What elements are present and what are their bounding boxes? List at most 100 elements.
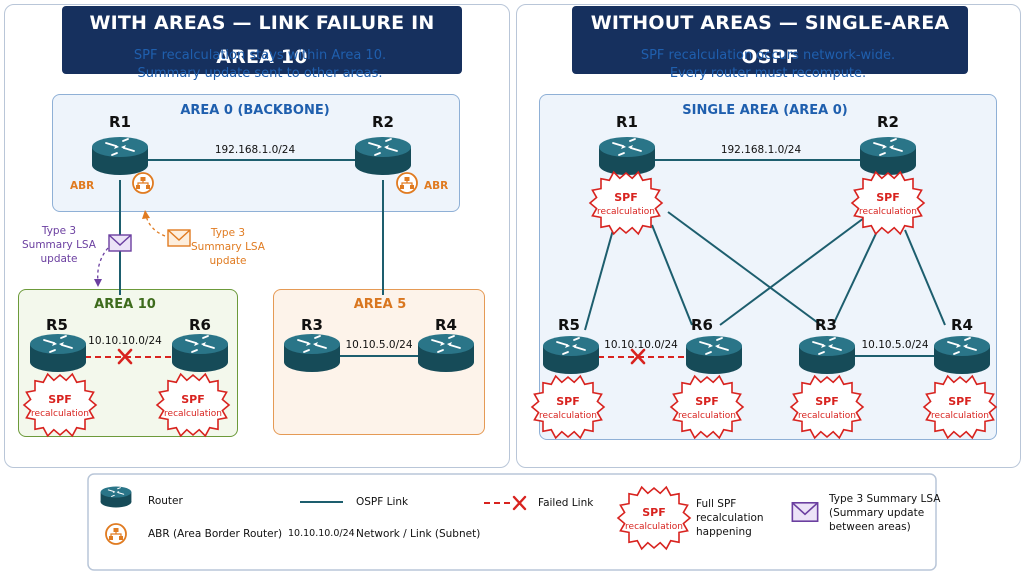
- net-r1r2-right: 192.168.1.0/24: [720, 144, 802, 156]
- spf-line2: recalculation: [678, 411, 736, 421]
- lsa-arrow-right: [145, 215, 166, 237]
- legend-spf-line1: SPF: [642, 506, 666, 519]
- router-r4-icon: [417, 333, 475, 373]
- spf-line1: SPF: [614, 191, 638, 204]
- legend-lsa-line1: Type 3 Summary LSA: [829, 493, 941, 505]
- router-r3-icon: [283, 333, 341, 373]
- lsa-note-right: Type 3 Summary LSA update: [188, 226, 268, 268]
- router-r1-icon: [91, 136, 149, 176]
- lsa-left-line3: update: [40, 253, 78, 265]
- legend-router-label: Router: [148, 495, 183, 507]
- router-r5-right-icon: [542, 335, 600, 375]
- router-r6-icon: [171, 333, 229, 373]
- left-banner: WITH AREAS — LINK FAILURE IN AREA 10: [62, 6, 462, 74]
- spf-line1: SPF: [695, 395, 719, 408]
- spf-line2: recalculation: [31, 409, 89, 419]
- spf-text-r6-left: SPF recalculation: [153, 393, 233, 421]
- legend-box: [87, 473, 937, 571]
- spf-line2: recalculation: [164, 409, 222, 419]
- spf-line1: SPF: [948, 395, 972, 408]
- legend-envelope-icon: [791, 501, 819, 523]
- spf-line1: SPF: [876, 191, 900, 204]
- right-subtitle-line1: SPF recalculation occurs network-wide.: [640, 48, 896, 63]
- spf-line2: recalculation: [597, 207, 655, 217]
- abr-label-r2: ABR: [424, 180, 449, 192]
- label-r3-right: R3: [815, 316, 837, 334]
- spf-text-r5-left: SPF recalculation: [20, 393, 100, 421]
- spf-text-r6-right: SPF recalculation: [667, 395, 747, 423]
- legend-spf-text: SPF recalculation: [614, 506, 694, 534]
- legend-abr-label: ABR (Area Border Router): [148, 528, 283, 540]
- label-r5-right: R5: [558, 316, 580, 334]
- left-subtitle-line2: Summary update sent to other areas.: [137, 66, 383, 81]
- left-subtitle: SPF recalculation stays within Area 10. …: [60, 47, 460, 83]
- net-r3r4-right: 10.10.5.0/24: [861, 339, 929, 351]
- label-r2-right: R2: [877, 113, 899, 131]
- legend-full-spf-line1: Full SPF: [696, 498, 737, 510]
- failed-x-icon: [117, 348, 133, 365]
- label-r1-right: R1: [616, 113, 638, 131]
- area10-title: AREA 10: [94, 297, 156, 312]
- router-r2-icon: [354, 136, 412, 176]
- link-r2-r3: [832, 224, 881, 326]
- legend-subnet-example: 10.10.10.0/24: [288, 528, 355, 539]
- lsa-envelope-orange-icon: [167, 229, 191, 247]
- router-r6-right-icon: [685, 335, 743, 375]
- router-r5-icon: [29, 333, 87, 373]
- spf-line2: recalculation: [859, 207, 917, 217]
- lsa-note-left: Type 3 Summary LSA update: [14, 224, 104, 266]
- legend-subnet-label: Network / Link (Subnet): [356, 528, 481, 540]
- spf-text-r5-right: SPF recalculation: [528, 395, 608, 423]
- lsa-arrow-left: [97, 247, 109, 283]
- legend-failed-link-label: Failed Link: [538, 497, 594, 509]
- label-r6: R6: [189, 316, 211, 334]
- spf-line1: SPF: [48, 393, 72, 406]
- spf-line1: SPF: [181, 393, 205, 406]
- spf-line1: SPF: [556, 395, 580, 408]
- single-area-title: SINGLE AREA (AREA 0): [682, 103, 848, 118]
- label-r3: R3: [301, 316, 323, 334]
- link-r1-r6: [651, 224, 693, 326]
- legend-router-icon: [100, 486, 132, 508]
- label-r5: R5: [46, 316, 68, 334]
- router-r4-right-icon: [933, 335, 991, 375]
- spf-line2: recalculation: [798, 411, 856, 421]
- label-r1: R1: [109, 113, 131, 131]
- legend-ospf-link-label: OSPF Link: [356, 496, 409, 508]
- legend-failed-x-icon: [512, 495, 527, 511]
- legend-lsa-line3: between areas): [829, 521, 911, 533]
- net-backbone-left: 192.168.1.0/24: [214, 144, 296, 156]
- router-r1-right-icon: [598, 136, 656, 176]
- left-subtitle-line1: SPF recalculation stays within Area 10.: [133, 48, 387, 63]
- lsa-right-line1: Type 3: [210, 227, 246, 239]
- legend-spf-line2: recalculation: [625, 522, 683, 532]
- spf-line2: recalculation: [539, 411, 597, 421]
- legend-abr-icon: [105, 523, 127, 545]
- net-area10: 10.10.10.0/24: [88, 335, 162, 347]
- spf-text-r2-right: SPF recalculation: [848, 191, 928, 219]
- net-area5: 10.10.5.0/24: [345, 339, 413, 351]
- link-r1-r3: [667, 211, 826, 329]
- right-banner: WITHOUT AREAS — SINGLE-AREA OSPF: [572, 6, 968, 74]
- lsa-envelope-icon: [108, 234, 132, 252]
- link-r2-r6: [719, 214, 869, 326]
- lsa-right-line3: update: [209, 255, 247, 267]
- spf-line1: SPF: [815, 395, 839, 408]
- spf-line2: recalculation: [931, 411, 989, 421]
- label-r4: R4: [435, 316, 457, 334]
- legend-full-spf-line3: happening: [696, 526, 752, 538]
- net-r5r6-right: 10.10.10.0/24: [604, 339, 678, 351]
- legend-full-spf-label: Full SPF recalculation happening: [696, 497, 764, 539]
- abr-r1-icon: [132, 172, 154, 194]
- label-r6-right: R6: [691, 316, 713, 334]
- spf-text-r4-right: SPF recalculation: [920, 395, 1000, 423]
- lsa-left-line1: Type 3: [41, 225, 77, 237]
- spf-text-r3-right: SPF recalculation: [787, 395, 867, 423]
- lsa-right-line2: Summary LSA: [191, 241, 265, 253]
- failed-x-icon-right: [630, 348, 646, 365]
- right-subtitle-line2: Every router must recompute.: [669, 66, 867, 81]
- abr-r2-icon: [396, 172, 418, 194]
- abr-label-r1: ABR: [70, 180, 95, 192]
- router-r2-right-icon: [859, 136, 917, 176]
